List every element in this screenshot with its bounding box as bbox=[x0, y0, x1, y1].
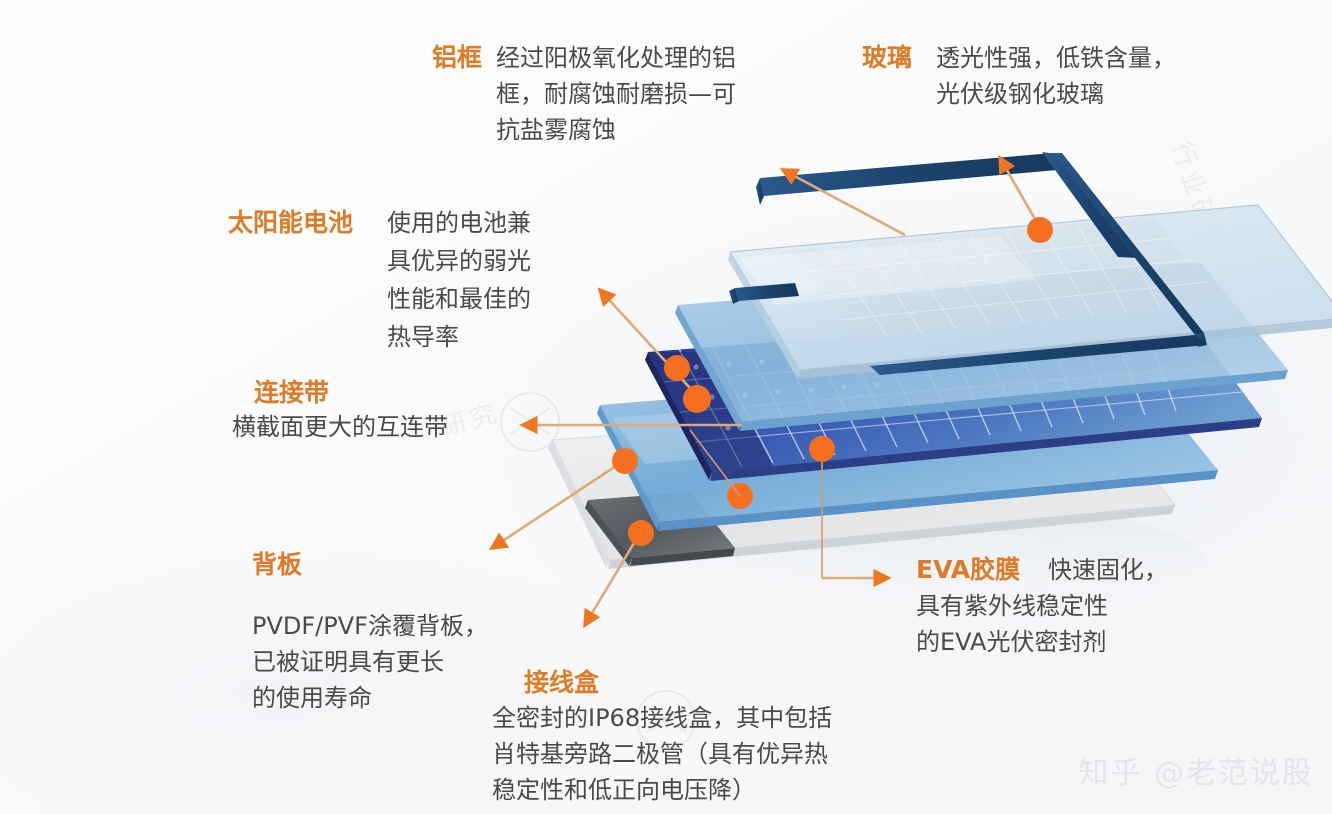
layer-backsheet bbox=[548, 399, 1176, 569]
callout-backsheet-title: 背板 bbox=[252, 550, 303, 579]
leader-glass bbox=[998, 154, 1053, 243]
callout-ribbon-body: 横截面更大的互连带 bbox=[232, 413, 448, 441]
watermark-text: 行业研究 bbox=[1165, 137, 1232, 261]
callout-solar-cell-body: 使用的电池兼 具优异的弱光 性能和最佳的 热导率 bbox=[387, 209, 532, 351]
callout-solar-cell: 太阳能电池 使用的电池兼 具优异的弱光 性能和最佳的 热导率 bbox=[228, 204, 531, 356]
layer-eva-film-top bbox=[675, 262, 1288, 431]
callout-junction-box-body: 全密封的IP68接线盒，其中包括 肖特基旁路二极管（具有优异热 稳定性和低正向电… bbox=[492, 704, 833, 804]
callout-eva: EVA胶膜 快速固化，具有紫外线稳定性的EVA光伏密封剂 bbox=[916, 552, 1168, 660]
callout-solar-cell-title: 太阳能电池 bbox=[228, 208, 354, 237]
layer-solar-cells bbox=[645, 310, 1262, 481]
callout-glass: 玻璃 透光性强，低铁含量， 光伏级钢化玻璃 bbox=[862, 40, 1176, 112]
callout-frame: 铝框 经过阳极氧化处理的铝 框，耐腐蚀耐磨损—可 抗盐雾腐蚀 bbox=[432, 40, 736, 148]
leader-backsheet bbox=[488, 448, 638, 551]
callout-frame-body: 经过阳极氧化处理的铝 框，耐腐蚀耐磨损—可 抗盐雾腐蚀 bbox=[496, 44, 737, 144]
callout-glass-title: 玻璃 bbox=[862, 43, 913, 72]
callout-eva-body: 快速固化，具有紫外线稳定性的EVA光伏密封剂 bbox=[916, 556, 1168, 656]
layer-junction-box bbox=[585, 492, 735, 566]
callout-backsheet: 背板 PVDF/PVF涂覆背板， 已被证明具有更长 的使用寿命 bbox=[252, 548, 488, 716]
zhihu-brand-watermark: 知乎 @老范说股 bbox=[1078, 756, 1314, 791]
callout-frame-title: 铝框 bbox=[432, 43, 483, 72]
callout-eva-title: EVA胶膜 bbox=[916, 555, 1021, 584]
callout-glass-body: 透光性强，低铁含量， 光伏级钢化玻璃 bbox=[936, 44, 1177, 108]
leader-ribbon bbox=[519, 415, 753, 509]
layer-tempered-glass bbox=[728, 204, 1332, 379]
layer-eva-film-bottom bbox=[597, 362, 1218, 531]
callout-ribbon-title: 连接带 bbox=[254, 378, 330, 407]
leader-eva bbox=[809, 436, 892, 588]
leader-solar-cell bbox=[597, 287, 711, 413]
callout-ribbon: 连接带 横截面更大的互连带 bbox=[232, 376, 448, 444]
callout-junction-box-title: 接线盒 bbox=[524, 668, 600, 697]
callout-backsheet-body: PVDF/PVF涂覆背板， 已被证明具有更长 的使用寿命 bbox=[252, 612, 488, 712]
layer-aluminum-frame bbox=[729, 152, 1207, 375]
watermark-circle-icon bbox=[500, 392, 560, 452]
leader-frame bbox=[779, 168, 906, 237]
leader-junction-box bbox=[583, 520, 654, 629]
callout-junction-box: 接线盒 全密封的IP68接线盒，其中包括 肖特基旁路二极管（具有优异热 稳定性和… bbox=[492, 666, 832, 808]
